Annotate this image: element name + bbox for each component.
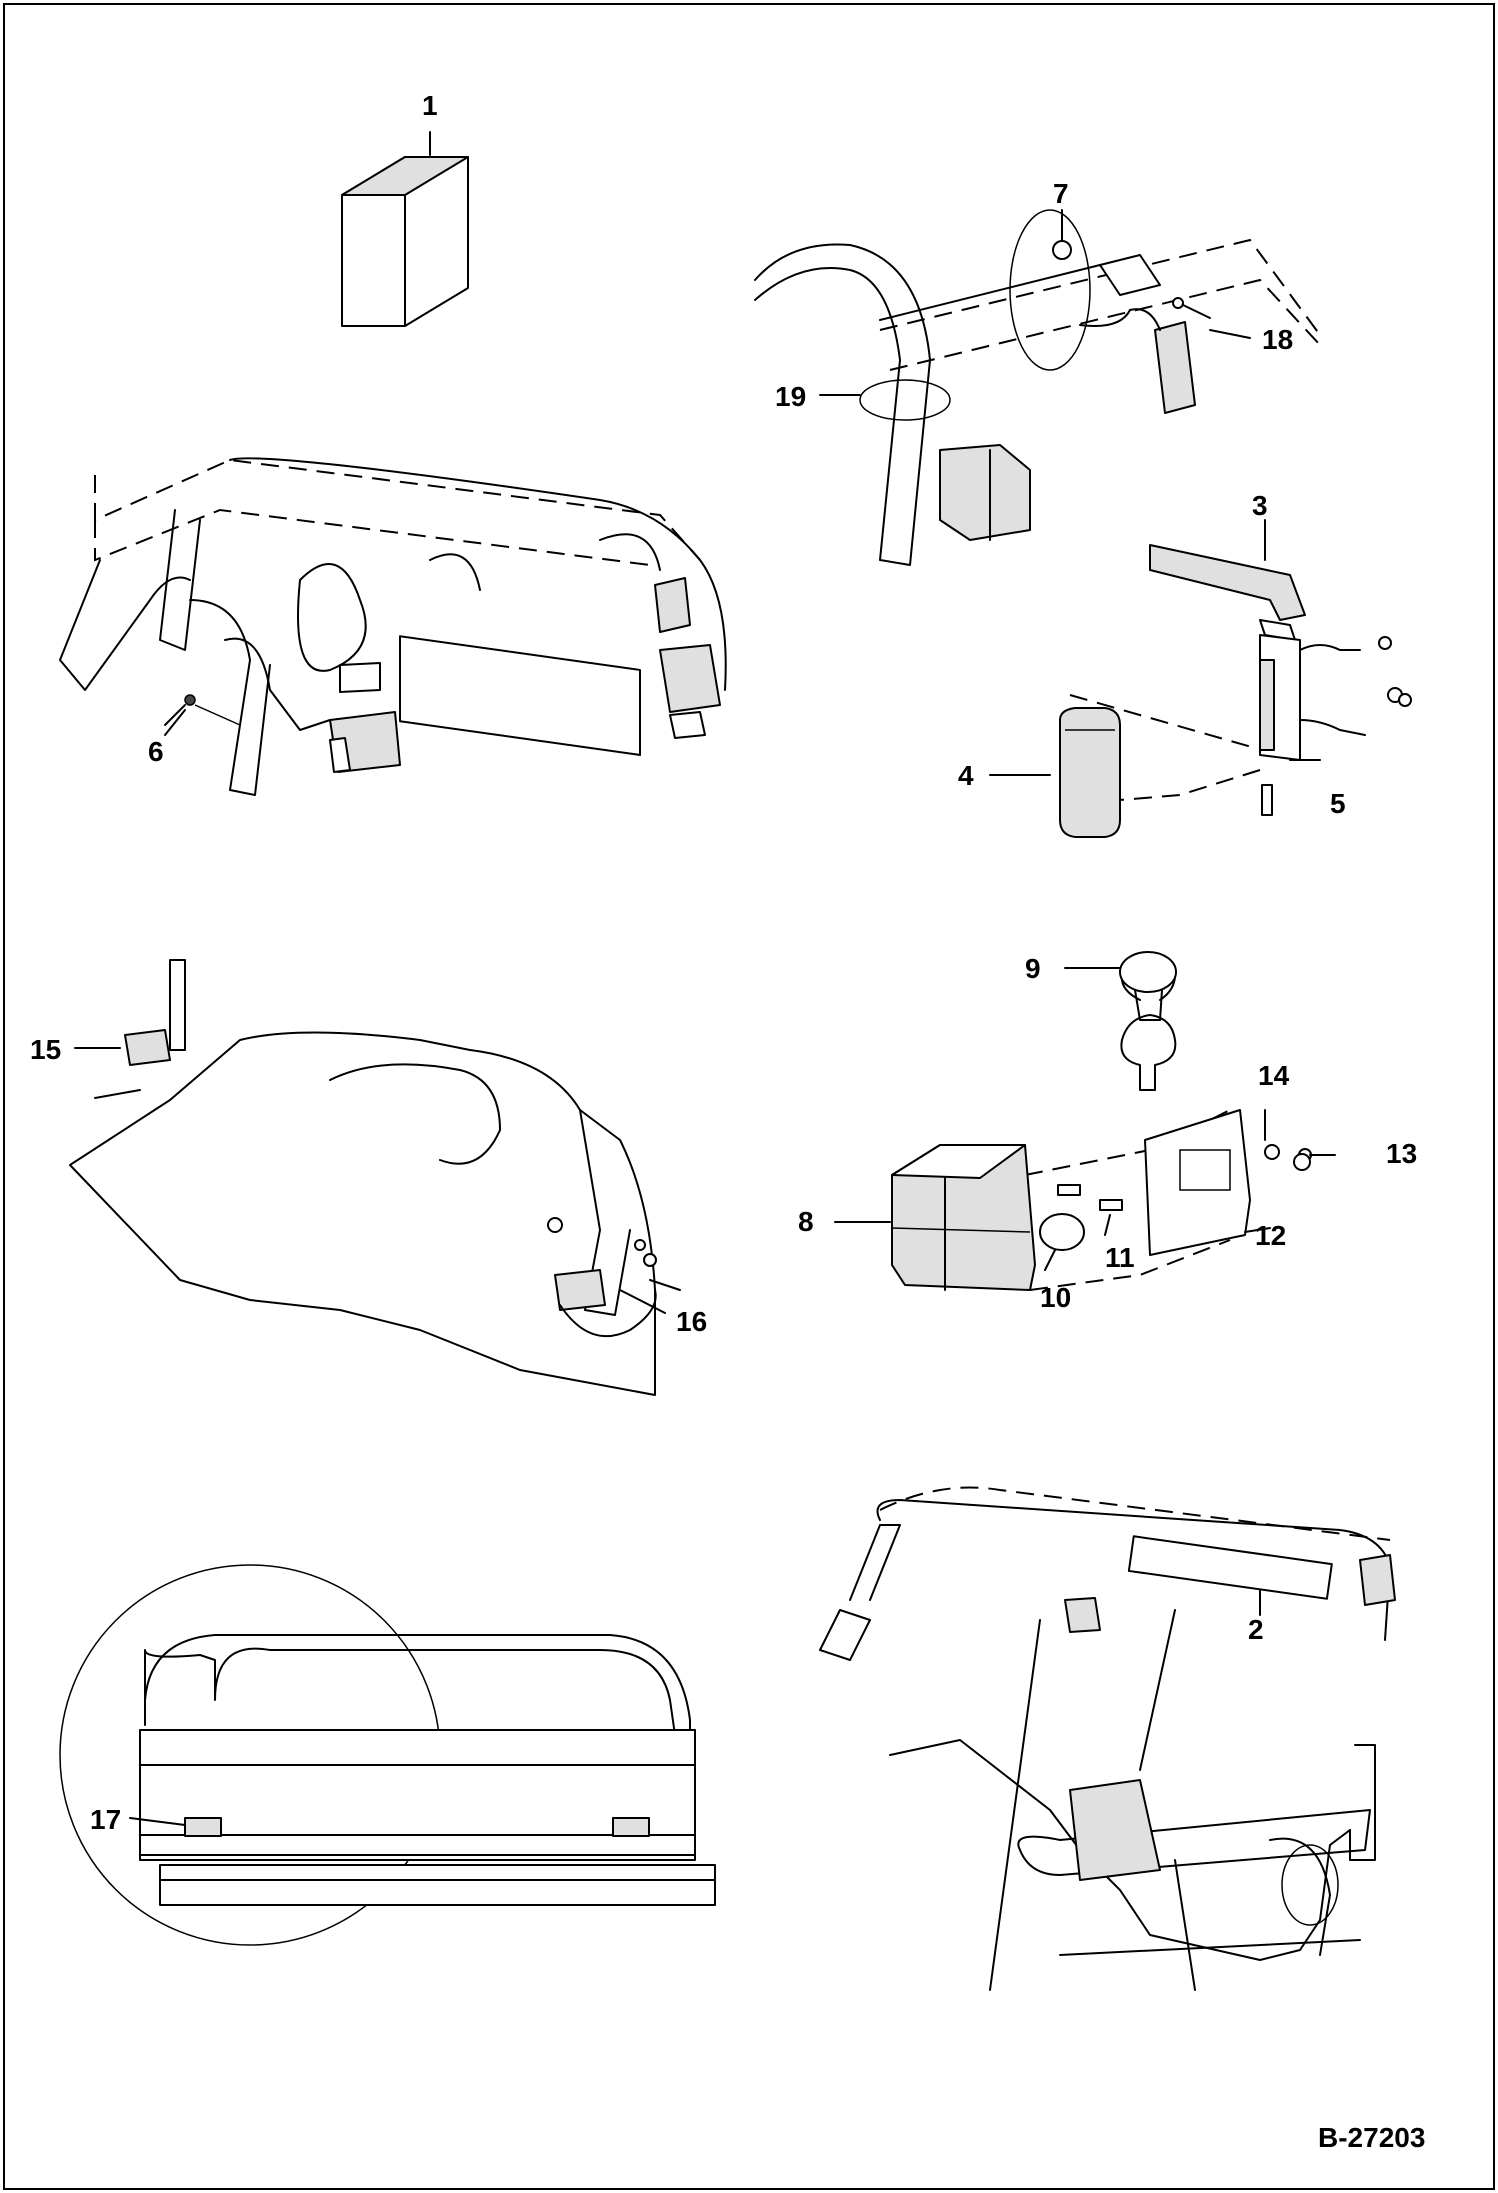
callout-14: 14 — [1258, 1060, 1290, 1091]
callout-16: 16 — [676, 1306, 708, 1337]
tail-light-strip-exploded-view — [1059, 544, 1412, 838]
rear-lamp-exploded-view — [891, 951, 1312, 1291]
callout-2: 2 — [1248, 1614, 1264, 1645]
callout-8: 8 — [798, 1206, 814, 1237]
work-light-bracket-view — [754, 209, 1321, 566]
callout-6: 6 — [148, 736, 164, 767]
callout-4: 4 — [958, 760, 974, 791]
callout-1: 1 — [422, 90, 438, 121]
callout-18: 18 — [1262, 324, 1294, 355]
rear-panel-reflector-view — [59, 1564, 716, 1946]
callout-17: 17 — [90, 1804, 122, 1835]
callout-13: 13 — [1386, 1138, 1418, 1169]
callout-leader-lines — [74, 209, 1336, 1826]
vehicle-rops-overview — [819, 1486, 1396, 1991]
callout-10: 10 — [1040, 1282, 1072, 1313]
light-bar-assembly-view — [59, 457, 727, 796]
callout-3: 3 — [1252, 490, 1268, 521]
part-1-kit-box — [341, 131, 469, 327]
callout-11: 11 — [1105, 1242, 1135, 1273]
callout-9: 9 — [1025, 953, 1041, 984]
rear-fender-light-view — [69, 959, 681, 1396]
callout-7: 7 — [1053, 178, 1069, 209]
drawing-number: B-27203 — [1318, 2122, 1426, 2153]
callout-15: 15 — [30, 1034, 62, 1065]
callout-5: 5 — [1330, 788, 1346, 819]
callout-12: 12 — [1255, 1220, 1287, 1251]
callout-19: 19 — [775, 381, 807, 412]
